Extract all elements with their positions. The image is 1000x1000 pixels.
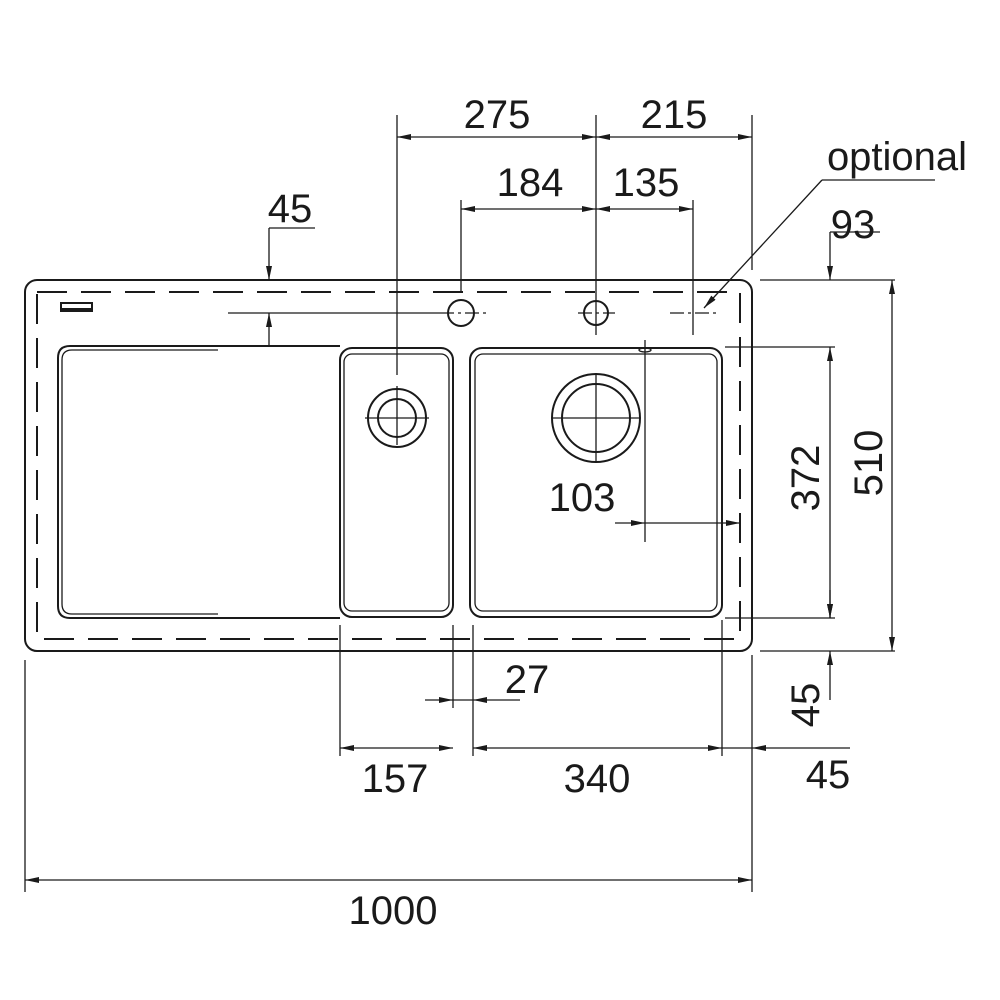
dim-103: 103 [549, 476, 616, 520]
dim-45-right: 45 [806, 753, 851, 797]
optional-label: optional [827, 135, 967, 179]
dim-215: 215 [641, 93, 708, 137]
dim-184: 184 [497, 161, 564, 205]
dim-157: 157 [362, 757, 429, 801]
dim-45-top: 45 [268, 187, 313, 231]
tap-holes [440, 299, 716, 327]
dim-45-bottom: 45 [784, 683, 828, 728]
dim-93: 93 [831, 203, 876, 247]
dim-510: 510 [847, 430, 891, 497]
drainboard [57, 345, 340, 619]
dimension-lines [25, 134, 935, 883]
extension-lines [24, 115, 895, 892]
sink-outline [24, 279, 753, 652]
dim-275: 275 [464, 93, 531, 137]
dim-340: 340 [564, 757, 631, 801]
small-drain-icon [365, 386, 429, 448]
dim-135: 135 [613, 161, 680, 205]
dim-27: 27 [505, 658, 550, 702]
large-drain-icon [551, 373, 641, 463]
dim-1000: 1000 [349, 889, 438, 933]
franke-logo [60, 302, 93, 312]
small-bowl [339, 347, 454, 618]
dim-372: 372 [784, 445, 828, 512]
